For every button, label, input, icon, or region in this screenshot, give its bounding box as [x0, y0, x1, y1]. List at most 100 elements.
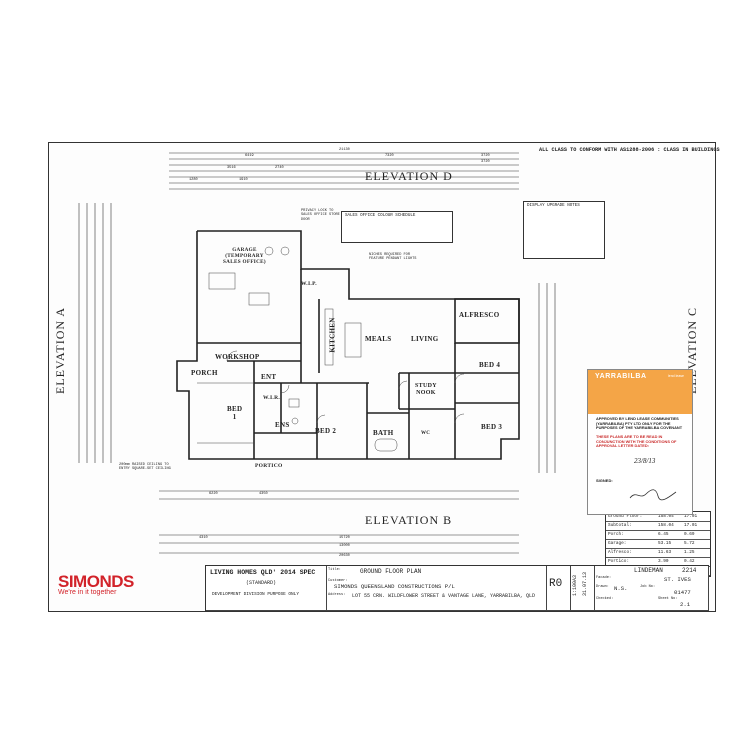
- model-number: 2214: [682, 567, 697, 574]
- signature: [629, 489, 677, 501]
- dim-top: 3516: [227, 166, 236, 170]
- area-name: Garage:: [608, 541, 627, 546]
- dim-top: 3720: [481, 160, 490, 164]
- area-sq: 5.72: [684, 541, 695, 546]
- approval-date: 23/8/13: [634, 457, 656, 465]
- room-kitchen: KITCHEN: [328, 317, 337, 353]
- privacy-lock-note: PRIVACY LOCK TO SALES OFFICE STORE DOOR: [301, 209, 340, 222]
- niches-note: NICHES REQUIRED FOR FEATURE PENDANT LIGH…: [369, 253, 417, 262]
- room-wip: W.I.P.: [301, 281, 317, 287]
- approval-stamp: YARRABILBA lend lease APPROVED BY LEND L…: [587, 369, 693, 515]
- colour-schedule-box: SALES OFFICE COLOUR SCHEDULE: [341, 211, 453, 243]
- room-porch: PORCH: [191, 369, 218, 377]
- room-garage: GARAGE (TEMPORARY SALES OFFICE): [223, 247, 266, 265]
- checked-label: Checked:: [596, 597, 614, 601]
- approval-text: APPROVED BY LEND LEASE COMMUNITIES (YARR…: [596, 416, 683, 431]
- room-portico: PORTICO: [255, 463, 283, 469]
- area-name: Ground Floor:: [608, 514, 643, 519]
- room-bath: BATH: [373, 429, 394, 437]
- dim-top: 2740: [275, 166, 284, 170]
- customer-label: Customer:: [328, 579, 348, 583]
- room-ens: ENS: [275, 421, 290, 429]
- title-label: Title:: [328, 568, 341, 572]
- area-row: Subtotal: 158.04 17.01: [606, 521, 710, 531]
- elevation-d-label: ELEVATION D: [365, 169, 453, 183]
- dim-bottom: 15720: [339, 536, 350, 540]
- area-name: Portico:: [608, 559, 630, 564]
- company-tagline: We're in it together: [58, 589, 117, 596]
- purpose-note: DEVELOPMENT DIVISION PURPOSE ONLY: [212, 592, 299, 597]
- company-name: SIMONDS: [58, 572, 134, 591]
- dim-overall-bottom: 20630: [339, 554, 350, 558]
- room-bed4: BED 4: [479, 361, 501, 369]
- room-workshop: WORKSHOP: [215, 353, 260, 361]
- area-m2: 158.04: [658, 514, 674, 519]
- drawing-title: GROUND FLOOR PLAN: [360, 568, 422, 575]
- facade: ST. IVES: [664, 576, 691, 583]
- job-number: 01477: [674, 589, 691, 596]
- dim-top: 1280: [189, 178, 198, 182]
- address-label: Address:: [328, 593, 346, 597]
- floor-plan-drawing: [78, 152, 556, 554]
- dim-top: 7320: [385, 154, 394, 158]
- dim-bottom: 4350: [259, 492, 268, 496]
- area-row: Alfresco: 11.63 1.25: [606, 548, 710, 558]
- area-row: Ground Floor: 158.04 17.01: [606, 512, 710, 522]
- lend-lease-badge: lend lease: [668, 374, 684, 378]
- room-alfresco: ALFRESCO: [459, 311, 500, 319]
- customer-name: SIMONDS QUEENSLAND CONSTRUCTIONS P/L: [334, 583, 455, 590]
- yarrabilba-logo: YARRABILBA: [595, 373, 647, 380]
- area-sq: 0.69: [684, 532, 695, 537]
- drawn-by: N.S.: [614, 585, 628, 592]
- product-name: LIVING HOMES QLD' 2014 SPEC: [210, 569, 316, 576]
- scale: 1:100A3: [572, 574, 578, 596]
- approval-header: YARRABILBA lend lease: [588, 370, 692, 414]
- room-wir: W.I.R.: [263, 395, 281, 401]
- simonds-logo: SIMONDS We're in it together: [58, 572, 136, 600]
- signed-label: SIGNED:: [596, 478, 613, 483]
- area-sq: 17.01: [684, 514, 698, 519]
- dim-bottom: 6220: [209, 492, 218, 496]
- room-ent: ENT: [261, 373, 277, 381]
- dim-top: 1910: [239, 178, 248, 182]
- area-m2: 158.04: [658, 523, 674, 528]
- room-bed1: BED 1: [227, 405, 243, 421]
- display-upgrade-title: DISPLAY UPGRADE NOTES: [527, 204, 580, 208]
- area-row: Garage: 53.15 5.72: [606, 539, 710, 549]
- drawn-label: Drawn:: [596, 585, 609, 589]
- model-name: LINDEMAN: [634, 567, 663, 574]
- area-m2: 3.90: [658, 559, 669, 564]
- ceiling-note: 200mm RAISED CEILING TO ENTRY SQUARE-SET…: [119, 463, 171, 472]
- elevation-b-label: ELEVATION B: [365, 513, 453, 527]
- display-upgrade-box: DISPLAY UPGRADE NOTES: [523, 201, 605, 259]
- dim-bottom: 13000: [339, 544, 350, 548]
- area-row: Porch: 6.45 0.69: [606, 530, 710, 540]
- facade-label: Facade:: [596, 576, 612, 580]
- conditions-text: THESE PLANS ARE TO BE READ IN CONJUNCTIO…: [596, 434, 677, 449]
- product-standard: (STANDARD): [246, 580, 277, 586]
- room-bed2: BED 2: [315, 427, 337, 435]
- dim-top: 3720: [481, 154, 490, 158]
- date: 31.07.13: [582, 571, 588, 596]
- title-block: LIVING HOMES QLD' 2014 SPEC (STANDARD) D…: [205, 565, 709, 611]
- room-study-nook: STUDY NOOK: [415, 383, 437, 396]
- area-sq: 0.42: [684, 559, 695, 564]
- dim-overall-top: 21130: [339, 148, 350, 152]
- sheet-number: 2.1: [680, 601, 691, 608]
- dim-bottom: 4310: [199, 536, 208, 540]
- room-bed3: BED 3: [481, 423, 503, 431]
- room-living: LIVING: [411, 335, 439, 343]
- area-m2: 11.63: [658, 550, 672, 555]
- room-meals: MEALS: [365, 335, 392, 343]
- job-label: Job No:: [640, 585, 656, 589]
- area-name: Porch:: [608, 532, 624, 537]
- area-name: Subtotal:: [608, 523, 632, 528]
- area-name: Alfresco:: [608, 550, 632, 555]
- sheet-label: Sheet No:: [658, 597, 678, 601]
- area-m2: 6.45: [658, 532, 669, 537]
- class-note: ALL CLASS TO CONFORM WITH AS1288-2006 : …: [539, 147, 720, 153]
- area-m2: 53.15: [658, 541, 672, 546]
- colour-schedule-title: SALES OFFICE COLOUR SCHEDULE: [345, 214, 416, 218]
- area-sq: 1.25: [684, 550, 695, 555]
- area-sq: 17.01: [684, 523, 698, 528]
